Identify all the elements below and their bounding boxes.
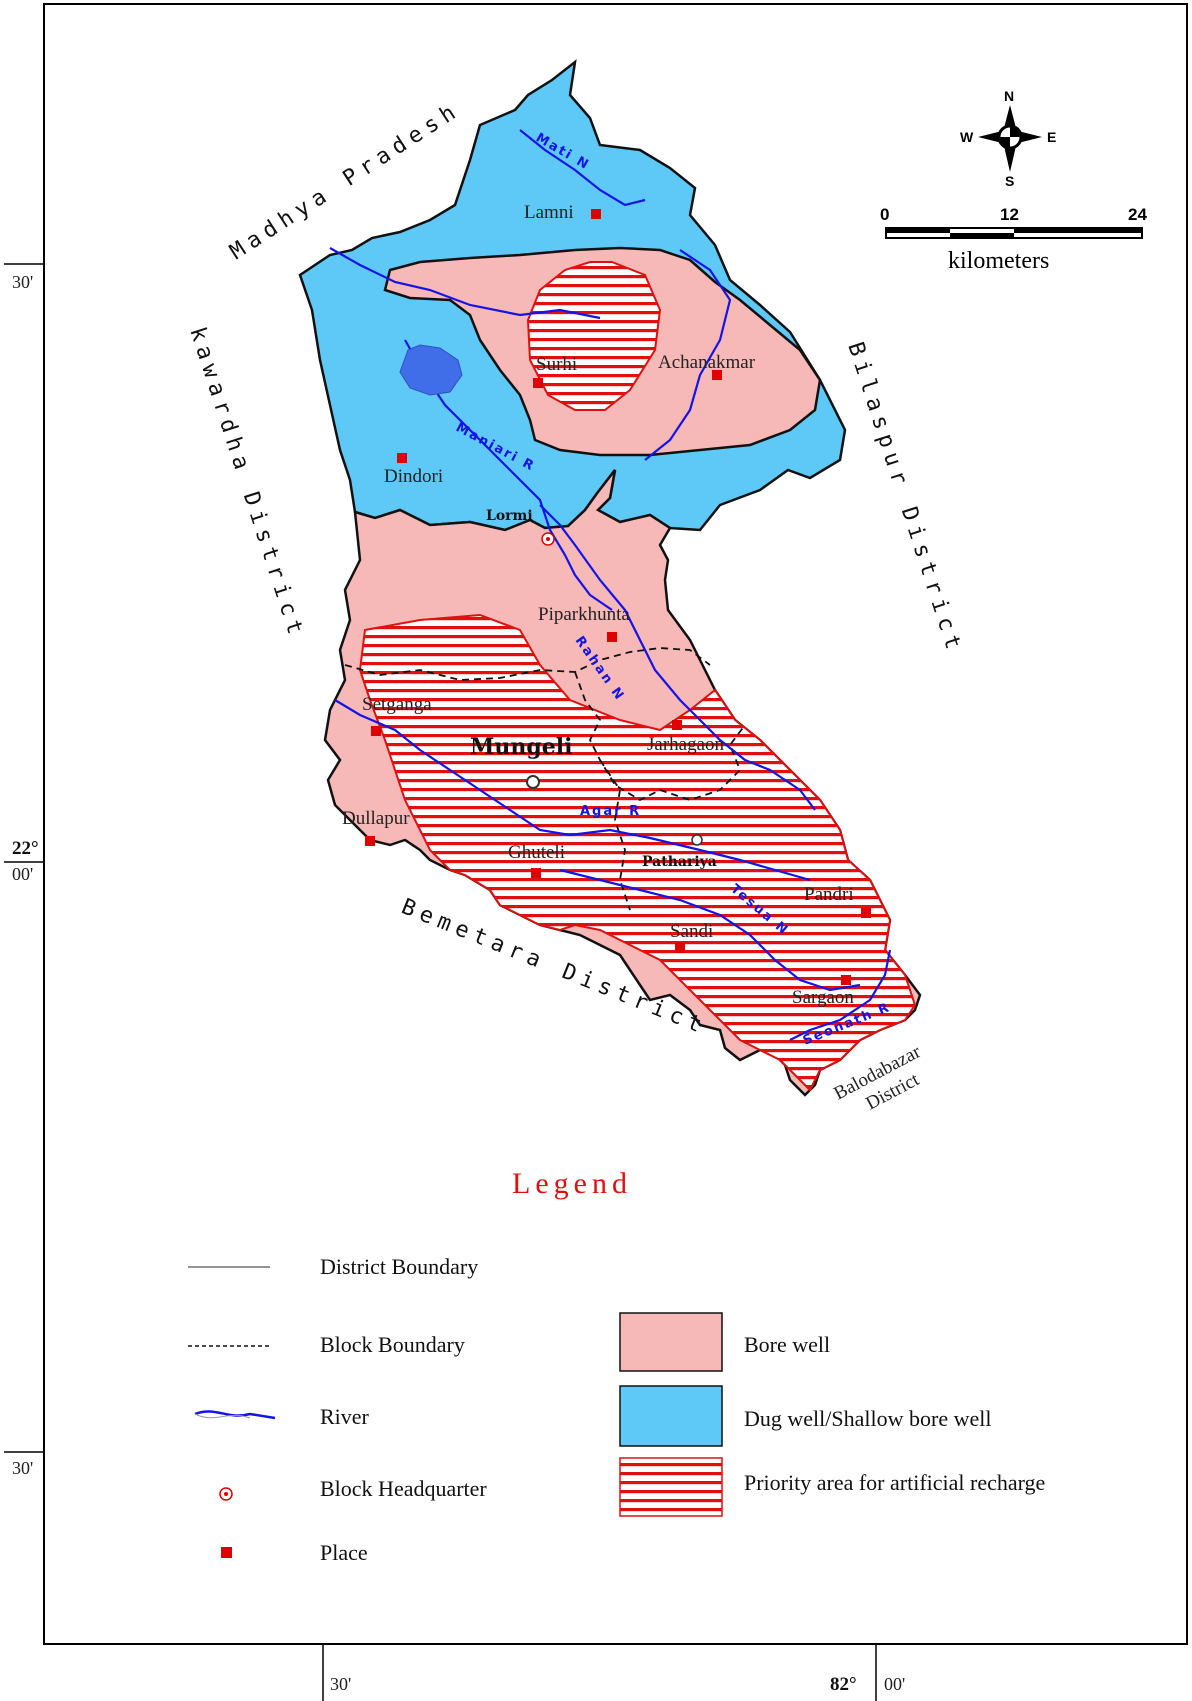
legend-river-bank: [194, 1413, 251, 1419]
label-bilaspur-district: Bilaspur District: [842, 339, 967, 658]
label-lormi: Lormi: [486, 508, 533, 524]
legend-dug-well: Dug well/Shallow bore well: [744, 1406, 991, 1431]
legend-title: Legend: [512, 1167, 632, 1200]
legend-bore-well: Bore well: [744, 1332, 830, 1357]
legend-river-line: [194, 1410, 276, 1420]
scale-tick-24: 24: [1128, 205, 1147, 224]
river-mati: [519, 129, 646, 207]
river-maniari-east: [644, 249, 732, 461]
place-marker-setganga: [371, 726, 381, 736]
legend-dug-well-swatch: [619, 1385, 723, 1447]
river-tesua: [559, 868, 861, 992]
coord-left-30-bottom: 30': [12, 1458, 33, 1478]
label-kawardha-district: kawardha District: [184, 324, 309, 643]
coord-left-00: 00': [12, 864, 33, 884]
place-marker-pandri: [861, 908, 871, 918]
legend-place: Place: [320, 1540, 368, 1565]
label-sargaon: Sargaon: [792, 987, 854, 1008]
block-boundary-lormi: [344, 647, 711, 681]
scale-tick-12: 12: [1000, 205, 1019, 224]
legend-district-boundary: District Boundary: [320, 1254, 478, 1279]
priority-area-south: [358, 613, 917, 1092]
label-lamni: Lamni: [524, 202, 574, 223]
place-marker-lamni: [591, 209, 601, 219]
label-jarhagaon: Jarhagaon: [647, 734, 725, 755]
map-frame: [43, 3, 1188, 1645]
label-piparkhunta: Piparkhunta: [538, 604, 630, 625]
legend-river: River: [320, 1404, 370, 1429]
compass-w: W: [960, 129, 974, 145]
scale-unit: kilometers: [948, 248, 1049, 274]
label-agar-river: Agar R: [580, 804, 641, 819]
place-marker-sargaon: [841, 975, 851, 985]
legend-priority-swatch: [619, 1457, 723, 1517]
hq-dot-lormi: [546, 537, 550, 541]
coord-left-30-top: 30': [12, 272, 33, 292]
label-mungeli: Mungeli: [470, 734, 572, 760]
compass-e: E: [1047, 129, 1056, 145]
legend-bore-well-swatch: [619, 1312, 723, 1372]
legend-block-boundary: Block Boundary: [320, 1332, 465, 1357]
place-marker-piparkhunta: [607, 632, 617, 642]
river-agar: [334, 699, 811, 882]
scale-bar: 0 12 24 kilometers: [880, 205, 1147, 274]
place-marker-ghuteli: [531, 868, 541, 878]
block-boundary-pathariya: [574, 671, 746, 802]
label-surhi: Surhi: [536, 354, 577, 375]
place-marker-jarhagaon: [672, 720, 682, 730]
legend-priority: Priority area for artificial recharge: [744, 1470, 1045, 1495]
reservoir: [399, 344, 463, 396]
place-marker-surhi: [533, 378, 543, 388]
place-marker-achanakmar: [712, 370, 722, 380]
label-ghuteli: Ghuteli: [508, 842, 565, 863]
hq-marker-mungeli: [526, 775, 540, 789]
coord-left-22: 22°: [12, 838, 39, 859]
hq-marker-pathariya: [691, 834, 703, 846]
coord-bottom-82: 82°: [830, 1674, 857, 1695]
label-pathariya: Pathariya: [642, 854, 717, 870]
legend-hq-dot: [224, 1492, 228, 1496]
label-setganga: Setganga: [362, 694, 432, 715]
label-pandri: Pandri: [804, 884, 854, 905]
coord-bottom-30: 30': [330, 1674, 351, 1694]
legend-place-symbol: [221, 1547, 232, 1558]
place-marker-sandi: [675, 943, 685, 953]
river-seonath: [789, 949, 892, 1041]
place-marker-dullapur: [365, 836, 375, 846]
coord-bottom-00: 00': [884, 1674, 905, 1694]
scale-tick-0: 0: [880, 205, 889, 224]
legend-block-headquarter: Block Headquarter: [320, 1476, 487, 1501]
label-achanakmar: Achanakmar: [658, 352, 756, 373]
place-marker-dindori: [397, 453, 407, 463]
north-arrow: N S E W: [960, 88, 1056, 189]
label-dullapur: Dullapur: [342, 808, 410, 829]
compass-n: N: [1004, 88, 1014, 104]
river-rahan: [539, 504, 816, 811]
compass-s: S: [1005, 173, 1014, 189]
priority-area-surhi: [526, 261, 662, 411]
label-sandi: Sandi: [670, 921, 713, 942]
label-dindori: Dindori: [384, 466, 443, 487]
river-maniari: [329, 247, 613, 611]
